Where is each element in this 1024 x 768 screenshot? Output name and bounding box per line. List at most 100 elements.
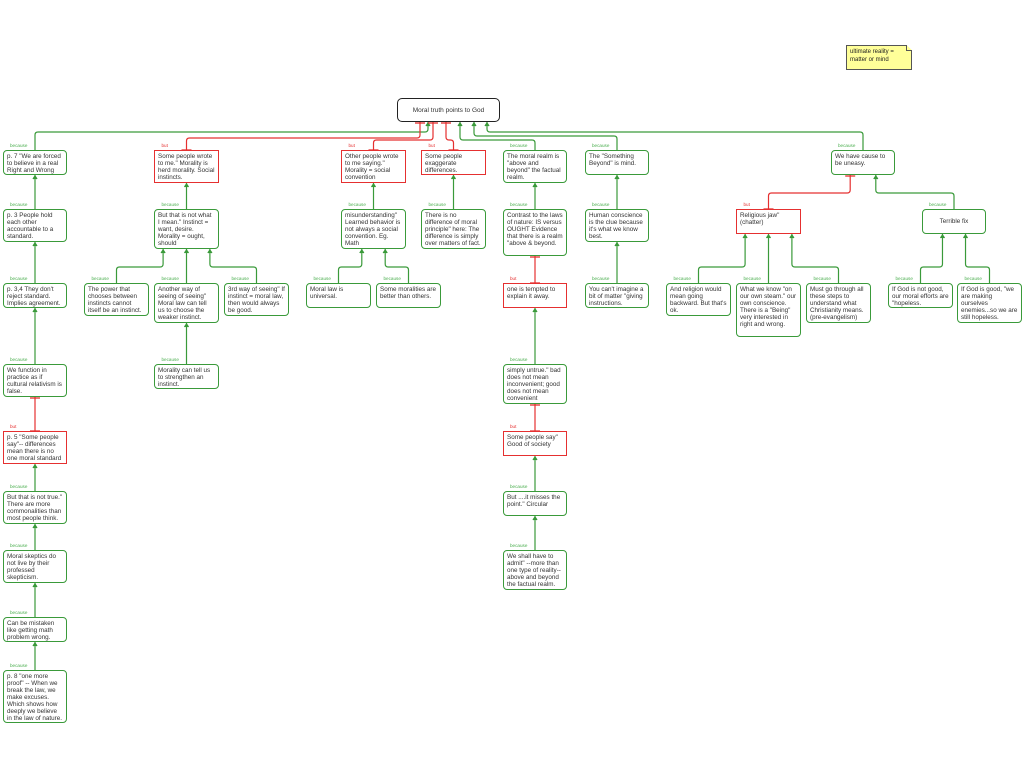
because-connector [964,234,991,283]
but-label: but [10,424,17,429]
but-label: but [510,276,517,281]
sticky-note[interactable]: ultimate reality = matter or mind [846,45,912,70]
because-label: because [510,357,528,362]
reason-node[interactable]: But ....it misses the point." Circular [503,491,567,516]
because-connector [473,122,618,150]
objection-node[interactable]: p. 5 "Some people say"-- differences mea… [3,431,67,464]
reason-node[interactable]: misunderstanding" Learned behavior is no… [341,209,406,249]
arrowhead-icon [32,582,38,588]
but-label: but [743,202,750,207]
because-label: because [929,202,947,207]
arrowhead-icon [614,241,620,247]
arrowhead-icon [614,174,620,180]
because-label: because [161,276,179,281]
reason-node[interactable]: Terrible fix [922,209,986,234]
but-connector [185,122,421,150]
arrowhead-icon [183,182,190,188]
reason-node[interactable]: 3rd way of seeing" If instinct = moral l… [224,283,289,316]
reason-node[interactable]: But that is not what I mean." Instinct =… [154,209,219,249]
because-label: because [10,663,28,668]
reason-node[interactable]: Must go through all these steps to under… [806,283,871,323]
because-connector [115,249,164,283]
reason-node[interactable]: The "Something Beyond" is mind. [585,150,649,175]
reason-node[interactable]: Can be mistaken like getting math proble… [3,617,67,642]
reason-node[interactable]: What we know "on our own steam." our own… [736,283,801,337]
because-label: because [895,276,913,281]
objection-node[interactable]: Some people say" Good of society [503,431,567,456]
because-label: because [838,143,856,148]
reason-node[interactable]: Human conscience is the clue because it'… [585,209,649,242]
but-label: but [510,424,517,429]
because-connector [875,175,955,209]
root-claim-node[interactable]: Moral truth points to God [397,98,500,122]
because-label: because [161,357,179,362]
arrowhead-icon [32,174,38,180]
because-label: because [813,276,831,281]
because-label: because [10,276,28,281]
arrowhead-icon [962,233,969,239]
arrowhead-icon [789,233,795,239]
reason-node[interactable]: If God is good, "we are making ourselves… [957,283,1022,323]
objection-node[interactable]: Some people wrote to me." Morality is he… [154,150,219,183]
reason-node[interactable]: The moral realm is "above and beyond" th… [503,150,567,183]
reason-node[interactable]: The power that chooses between instincts… [84,283,149,316]
reason-node[interactable]: p. 3 People hold each other accountable … [3,209,67,242]
because-label: because [10,610,28,615]
because-label: because [673,276,691,281]
reason-node[interactable]: p. 8 "one more proof" -- When we break t… [3,670,67,723]
but-label: but [161,143,168,148]
because-connector [459,122,536,150]
reason-node[interactable]: You can't imagine a bit of matter "givin… [585,283,649,308]
because-label: because [964,276,982,281]
reason-node[interactable]: But that is not true." There are more co… [3,491,67,524]
reason-node[interactable]: And religion would mean going backward. … [666,283,731,316]
arrowhead-icon [532,455,538,461]
reason-node[interactable]: Moral skeptics do not live by their prof… [3,550,67,583]
because-label: because [592,276,610,281]
reason-node[interactable]: If God is not good, our moral efforts ar… [888,283,953,308]
reason-node[interactable]: Another way of seeing of seeing" Moral l… [154,283,219,323]
reason-node[interactable]: Morality can tell us to strengthen an in… [154,364,219,389]
arrowhead-icon [32,307,38,313]
arrowhead-icon [32,523,38,529]
because-label: because [428,202,446,207]
arrowhead-icon [765,233,772,239]
because-label: because [10,202,28,207]
arrowhead-icon [32,241,38,247]
arrowhead-icon [484,121,490,127]
because-connector [209,249,258,283]
because-label: because [383,276,401,281]
because-label: because [743,276,761,281]
objection-node[interactable]: Other people wrote to me saying." Morali… [341,150,406,183]
because-connector [34,122,429,150]
because-label: because [510,484,528,489]
reason-node[interactable]: p. 3,4 They don't reject standard. Impli… [3,283,67,308]
because-label: because [10,484,28,489]
arrowhead-icon [873,174,879,180]
but-label: but [348,143,355,148]
but-connector [372,122,434,150]
reason-node[interactable]: simply untrue." bad does not mean inconv… [503,364,567,404]
because-connector [791,234,840,283]
arrowhead-icon [457,121,463,127]
because-label: because [161,202,179,207]
reason-node[interactable]: p. 7 "We are forced to believe in a real… [3,150,67,175]
reason-node[interactable]: Contrast to the laws of nature: IS versu… [503,209,567,256]
but-connector [445,122,455,150]
arrowhead-icon [32,641,38,647]
reason-node[interactable]: Some moralities are better than others. [376,283,441,308]
objection-node[interactable]: Religious jaw" (chatter) [736,209,801,234]
objection-node[interactable]: Some people exaggerate differences. [421,150,486,175]
reason-node[interactable]: We function in practice as if cultural r… [3,364,67,397]
because-connector [337,249,363,283]
because-connector [486,122,864,150]
arrowhead-icon [471,121,477,127]
because-label: because [510,143,528,148]
arrowhead-icon [183,248,190,254]
reason-node[interactable]: We have cause to be uneasy. [831,150,895,175]
reason-node[interactable]: Moral law is universal. [306,283,371,308]
arrowhead-icon [359,248,365,254]
reason-node[interactable]: There is no difference of moral principl… [421,209,486,249]
reason-node[interactable]: We shall have to admit" --more than one … [503,550,567,590]
objection-node[interactable]: one is tempted to explain it away. [503,283,567,308]
